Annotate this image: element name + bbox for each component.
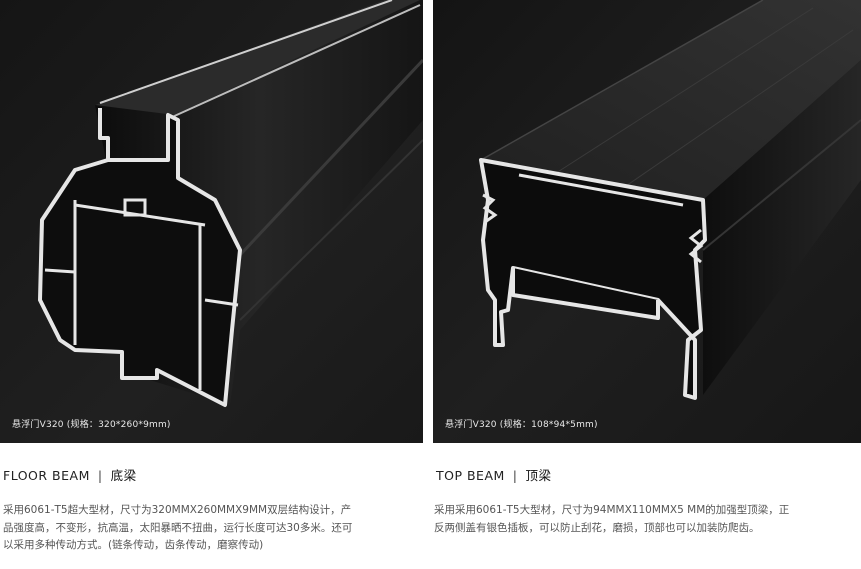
- top-beam-illustration: [433, 0, 861, 443]
- floor-beam-heading-en: FLOOR BEAM: [3, 468, 90, 483]
- heading-separator: |: [97, 468, 103, 483]
- top-beam-caption: 悬浮门V320 (规格：108*94*5mm): [445, 420, 598, 430]
- floor-beam-heading: FLOOR BEAM | 底梁: [3, 465, 137, 484]
- floor-beam-caption: 悬浮门V320 (规格：320*260*9mm): [12, 420, 171, 430]
- top-beam-heading-en: TOP BEAM: [436, 468, 505, 483]
- top-beam-description: 采用采用6061-T5大型材，尺寸为94MMX110MMX5 MM的加强型顶梁，…: [434, 504, 790, 534]
- floor-beam-illustration: [0, 0, 423, 443]
- floor-beam-heading-zh: 底梁: [110, 468, 137, 483]
- floor-beam-image: 悬浮门V320 (规格：320*260*9mm): [0, 0, 423, 443]
- top-beam-image: 悬浮门V320 (规格：108*94*5mm): [433, 0, 861, 443]
- top-beam-heading: TOP BEAM | 顶梁: [436, 465, 552, 484]
- top-beam-heading-zh: 顶梁: [525, 468, 552, 483]
- heading-separator: |: [512, 468, 518, 483]
- floor-beam-description: 采用6061-T5超大型材，尺寸为320MMX260MMX9MM双层结构设计，产…: [3, 504, 353, 551]
